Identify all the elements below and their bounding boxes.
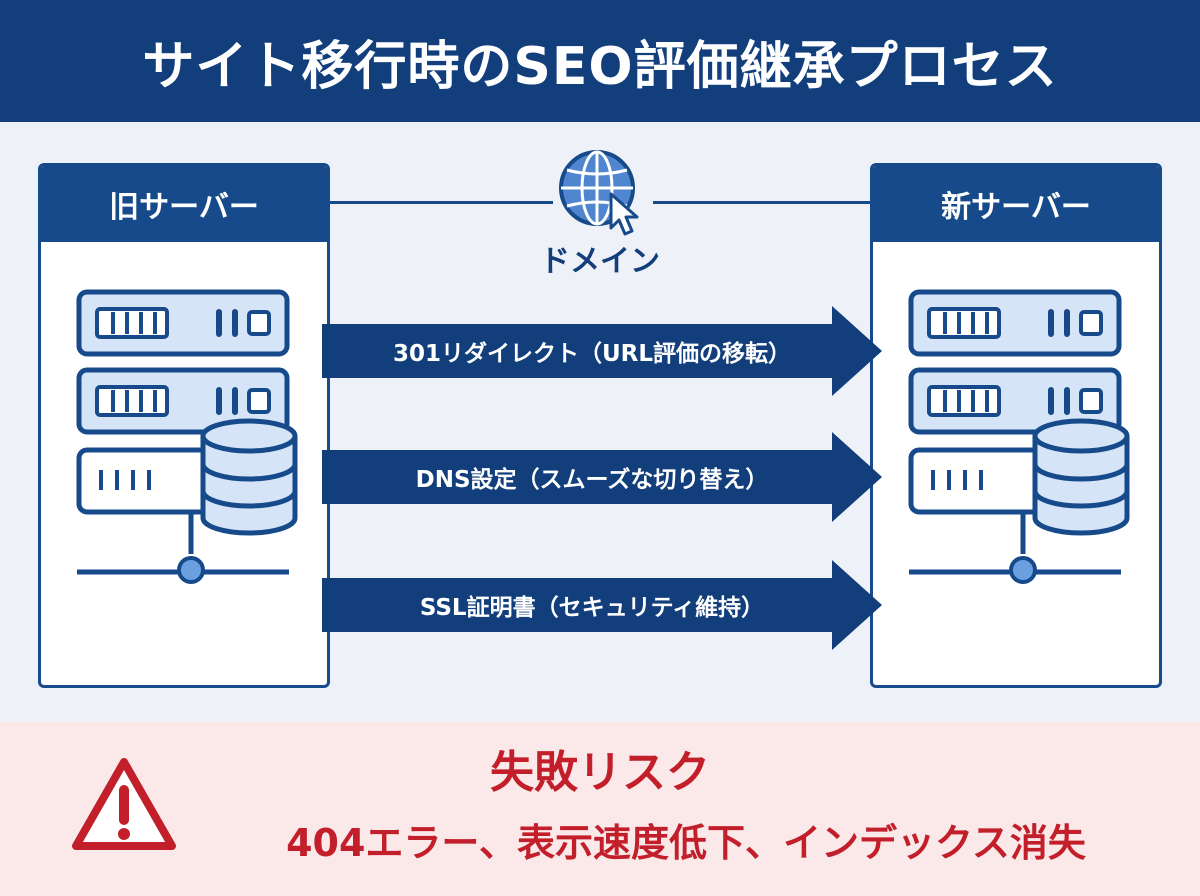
new-server-label: 新サーバー [873, 166, 1159, 242]
database-icon [200, 418, 298, 536]
cursor-icon [609, 192, 639, 236]
ssl-arrow-label: SSL証明書（セキュリティ維持） [419, 595, 765, 621]
risk-panel: 失敗リスク 404エラー、表示速度低下、インデックス消失 [0, 722, 1200, 896]
ssl-arrow: SSL証明書（セキュリティ維持） [322, 560, 882, 650]
new-server-panel: 新サーバー [870, 163, 1162, 688]
dns-arrow-label: DNS設定（スムーズな切り替え） [415, 467, 769, 493]
database-icon [1032, 418, 1130, 536]
page-title: サイト移行時のSEO評価継承プロセス [0, 0, 1200, 122]
warning-icon [68, 754, 180, 858]
domain-label: ドメイン [540, 244, 660, 279]
redirect-arrow: 301リダイレクト（URL評価の移転） [322, 306, 882, 396]
redirect-arrow-label: 301リダイレクト（URL評価の移転） [392, 341, 792, 367]
new-server-icon [903, 284, 1143, 588]
domain-globe [553, 146, 653, 238]
risk-title: 失敗リスク [490, 747, 710, 798]
risk-detail: 404エラー、表示速度低下、インデックス消失 [286, 821, 1086, 865]
old-server-panel: 旧サーバー [38, 163, 330, 688]
old-server-icon [71, 284, 311, 588]
dns-arrow: DNS設定（スムーズな切り替え） [322, 432, 882, 522]
old-server-label: 旧サーバー [41, 166, 327, 242]
